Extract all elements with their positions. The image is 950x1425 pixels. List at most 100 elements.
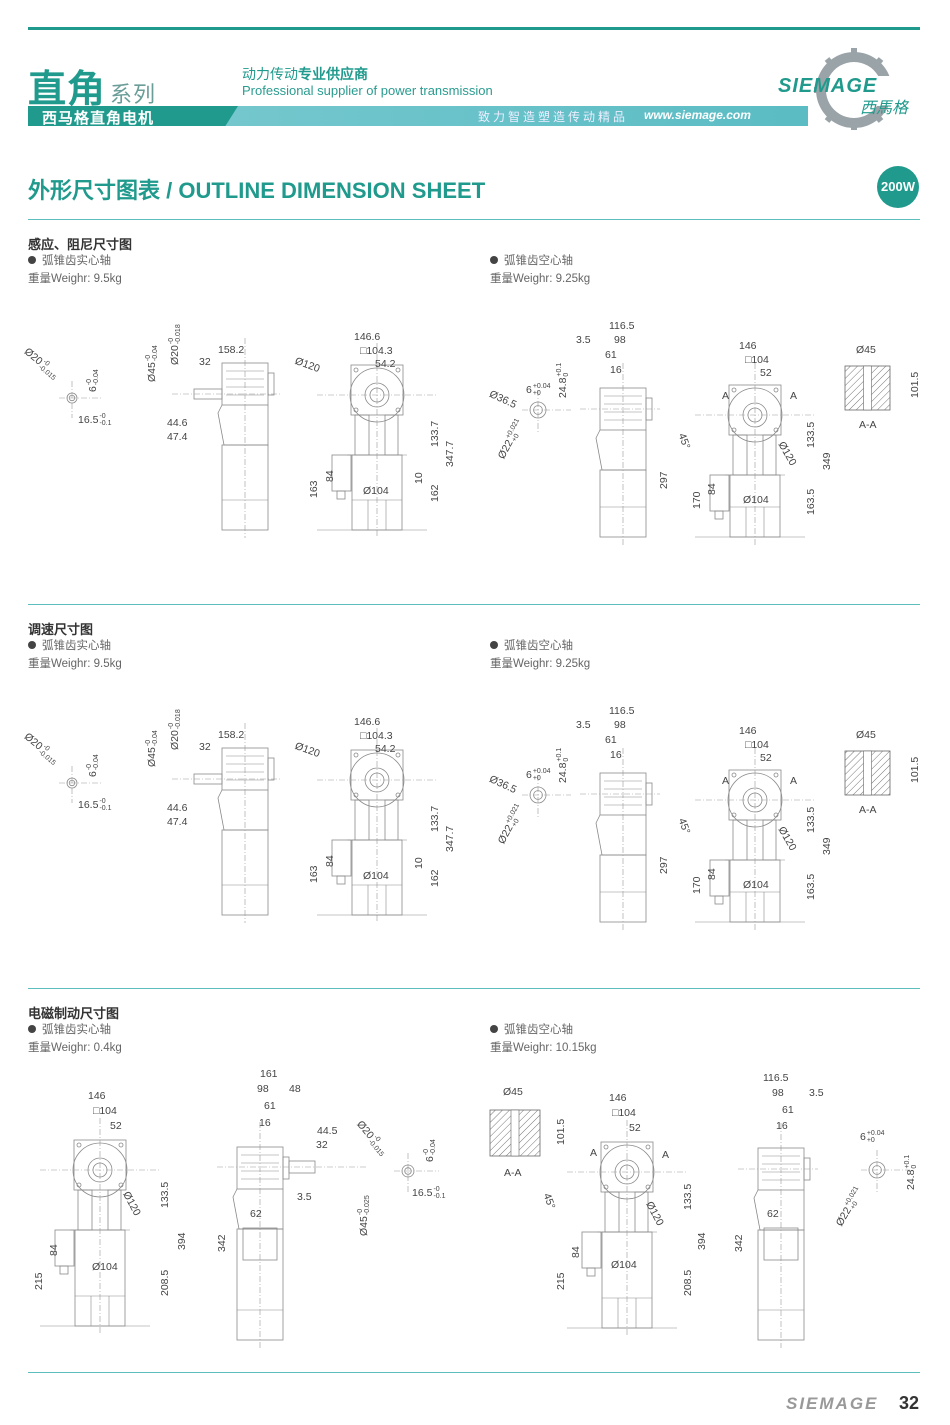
dimension-value: 394 bbox=[176, 1232, 188, 1250]
dimension-value: A-A bbox=[859, 419, 877, 431]
power-badge: 200W bbox=[877, 166, 919, 208]
dimension-value: Ø104 bbox=[92, 1261, 118, 1273]
brake-box bbox=[763, 1227, 799, 1261]
dimension-value: 215 bbox=[555, 1272, 567, 1290]
dimension-value: 163.5 bbox=[805, 488, 817, 515]
dimension-label: 208.5 bbox=[682, 1270, 694, 1296]
dimension-label: 84 bbox=[706, 868, 718, 880]
dimension-value: □104 bbox=[745, 354, 769, 366]
dimension-label: Ø45-0-0.04 bbox=[145, 345, 159, 382]
dimension-label: A bbox=[722, 391, 729, 402]
slogan-en: Professional supplier of power transmiss… bbox=[242, 83, 493, 98]
section-title: 调速尺寸图 bbox=[28, 622, 94, 637]
series-sub: 系列 bbox=[110, 82, 157, 107]
dimension-value: 3.5 bbox=[297, 1191, 312, 1203]
housing-leg bbox=[762, 819, 777, 861]
dimension-value: 208.5 bbox=[159, 1269, 171, 1296]
dimension-label: 347.7 bbox=[444, 826, 456, 852]
tolerance-lo: -0.04 bbox=[93, 754, 100, 771]
bore bbox=[510, 1109, 520, 1157]
weight-solid: 重量Weighr: 0.4kg bbox=[28, 1042, 122, 1054]
tolerance: -0-0.1 bbox=[433, 1186, 445, 1200]
slogan-light: 动力传动 bbox=[242, 66, 298, 82]
tolerance-hi: -0 bbox=[433, 1186, 440, 1193]
band-label: 西马格直角电机 bbox=[42, 110, 155, 127]
divider bbox=[28, 604, 920, 605]
dimension-value: 6 bbox=[526, 768, 532, 781]
circle-outline bbox=[731, 772, 737, 778]
dimension-label: 52 bbox=[760, 368, 772, 379]
circle-outline bbox=[395, 792, 401, 798]
dimension-value: 16.5 bbox=[412, 1186, 433, 1199]
tolerance-hi: -0 bbox=[168, 337, 175, 345]
dimension-label: 44.6 bbox=[167, 418, 187, 429]
dimension-label: 170 bbox=[691, 491, 703, 509]
dimension-value: Ø45 bbox=[145, 747, 158, 767]
dimension-value: 84 bbox=[570, 1246, 582, 1258]
dimension-label: 47.4 bbox=[167, 817, 187, 828]
dimension-label: 61 bbox=[264, 1101, 276, 1112]
tolerance-lo: -0.04 bbox=[430, 1139, 437, 1156]
dimension-value: 61 bbox=[605, 349, 617, 361]
dimension-value: 6 bbox=[86, 386, 99, 392]
shaft-type-hollow: 弧锥齿空心轴 bbox=[490, 637, 573, 653]
dimension-value: 84 bbox=[324, 470, 336, 482]
dimension-value: Ø104 bbox=[363, 485, 389, 497]
dimension-value: 84 bbox=[706, 483, 718, 495]
dimension-value: 163 bbox=[308, 865, 320, 883]
dimension-value: A bbox=[662, 1149, 670, 1161]
dimension-value: 158.2 bbox=[218, 344, 245, 356]
dimension-value: 394 bbox=[696, 1232, 708, 1250]
tolerance: +0.04+0 bbox=[867, 1130, 885, 1144]
dimension-label: A-A bbox=[859, 420, 877, 431]
circle-outline bbox=[353, 407, 359, 413]
dimension-value: 347.7 bbox=[444, 440, 456, 467]
dimension-label: 342 bbox=[733, 1234, 745, 1252]
dimension-label: 215 bbox=[555, 1272, 567, 1290]
dimension-label: 6+0.04+0 bbox=[526, 383, 551, 397]
dimension-value: A bbox=[790, 775, 798, 787]
dimension-value: 24.8 bbox=[904, 1169, 917, 1190]
svg-text:西馬格: 西馬格 bbox=[860, 99, 910, 117]
dimension-label: 32 bbox=[199, 742, 211, 753]
tolerance: +0.04+0 bbox=[533, 383, 551, 397]
shaft-type-hollow: 弧锥齿空心轴 bbox=[490, 1021, 573, 1037]
dimension-label: Ø45 bbox=[856, 345, 876, 356]
cable-gland bbox=[336, 875, 346, 885]
circle-outline bbox=[773, 772, 779, 778]
dimension-label: 16.5-0-0.1 bbox=[78, 798, 112, 812]
circle-outline bbox=[773, 812, 779, 818]
dimension-value: 133.5 bbox=[682, 1183, 694, 1210]
tolerance: -0-0.04 bbox=[86, 369, 100, 385]
dimension-value: 52 bbox=[760, 367, 772, 379]
dimension-label: □104.3 bbox=[360, 731, 393, 742]
dimension-label: 6+0.04+0 bbox=[526, 768, 551, 782]
dimension-label: 146.6 bbox=[354, 717, 380, 728]
terminal-box bbox=[581, 1231, 602, 1269]
dimension-value: 16 bbox=[610, 364, 622, 376]
tolerance-lo: -0.1 bbox=[99, 420, 112, 427]
housing-side bbox=[217, 404, 269, 446]
dimension-value: Ø20 bbox=[168, 730, 181, 750]
dimension-value: 84 bbox=[324, 855, 336, 867]
dimension-label: 47.4 bbox=[167, 432, 187, 443]
dimension-label: 146 bbox=[739, 726, 757, 737]
dimension-value: 158.2 bbox=[218, 729, 245, 741]
bore bbox=[863, 365, 872, 411]
dimension-value: Ø104 bbox=[743, 879, 769, 891]
circle-outline bbox=[731, 812, 737, 818]
dimension-label: 6-0-0.04 bbox=[423, 1139, 437, 1162]
dimension-label: 101.5 bbox=[555, 1119, 567, 1145]
dimension-label: □104 bbox=[93, 1106, 117, 1117]
dimension-label: 84 bbox=[570, 1246, 582, 1258]
divider bbox=[28, 1372, 920, 1373]
tolerance: -0-0.04 bbox=[86, 754, 100, 770]
dimension-label: 208.5 bbox=[159, 1269, 171, 1296]
dimension-label: 44.5 bbox=[317, 1126, 337, 1137]
dimension-value: Ø104 bbox=[611, 1259, 637, 1271]
dimension-label: Ø45 bbox=[856, 730, 876, 741]
housing-leg bbox=[604, 1191, 620, 1233]
tolerance-hi: -0 bbox=[168, 722, 175, 730]
circle-outline bbox=[645, 1144, 651, 1150]
housing-leg bbox=[107, 1189, 122, 1231]
